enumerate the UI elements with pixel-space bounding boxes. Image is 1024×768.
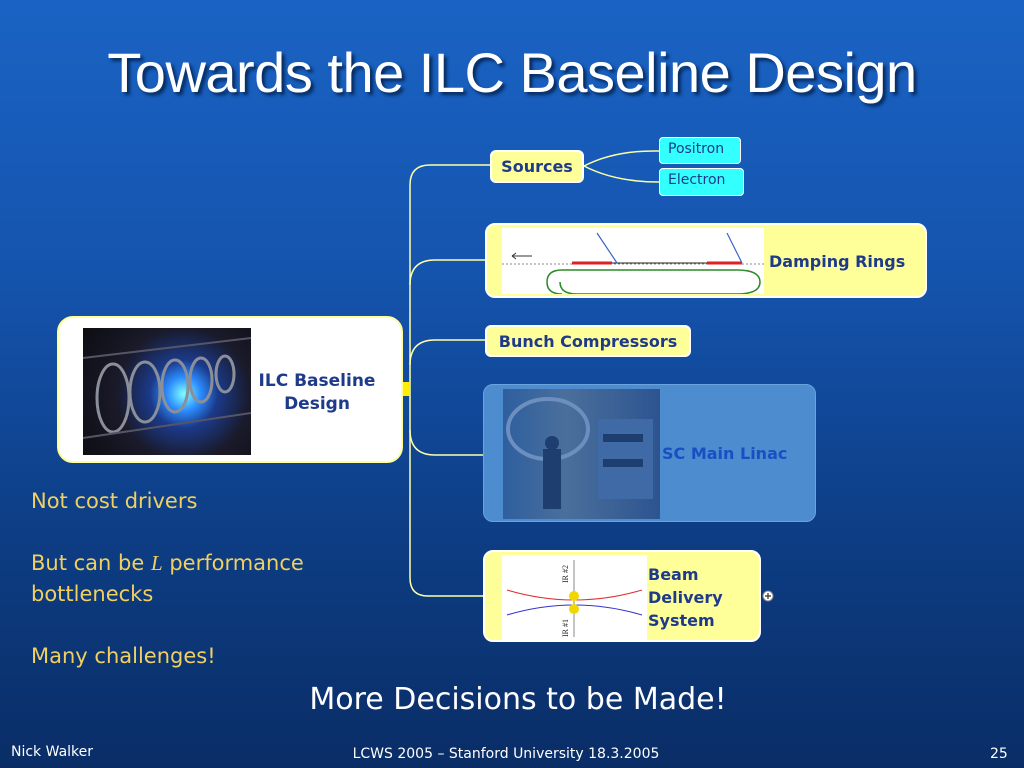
connector-linac <box>409 429 484 456</box>
root-node[interactable]: ILC Baseline Design <box>57 316 403 463</box>
conclusion-text: More Decisions to be Made! <box>309 682 727 717</box>
footer-author: Nick Walker <box>11 744 94 760</box>
bunch-compressors-node[interactable]: Bunch Compressors <box>485 325 691 357</box>
svg-text:IR #2: IR #2 <box>561 565 570 583</box>
slide-title: Towards the ILC Baseline Design <box>107 41 917 104</box>
positron-node[interactable]: Positron <box>659 137 741 164</box>
connector-damping <box>409 259 486 286</box>
page-number: 25 <box>990 746 1008 762</box>
note-many-challenges: Many challenges! <box>31 644 216 668</box>
accelerator-cavity-image <box>83 328 251 455</box>
beam-delivery-node[interactable]: IR #2 IR #1 Beam Delivery System <box>483 550 761 642</box>
damping-ring-schematic <box>502 228 764 294</box>
note-not-cost-drivers: Not cost drivers <box>31 489 198 513</box>
notes-block: Not cost drivers But can be L performanc… <box>31 486 391 672</box>
note-bottlenecks: bottlenecks <box>31 582 154 606</box>
svg-text:IR #1: IR #1 <box>561 619 570 637</box>
main-linac-node[interactable]: SC Main Linac <box>483 384 816 522</box>
luminosity-symbol: L <box>150 551 163 575</box>
connector-electron <box>583 165 660 183</box>
connector-sources <box>409 185 483 597</box>
damping-rings-node[interactable]: Damping Rings <box>485 223 927 298</box>
bunch-compressors-label: Bunch Compressors <box>498 332 678 351</box>
connector-positron <box>583 150 660 167</box>
note-performance: But can be L performance <box>31 551 304 575</box>
interaction-region-schematic: IR #2 IR #1 <box>502 555 647 640</box>
connector-trunk <box>409 164 492 186</box>
damping-rings-label: Damping Rings <box>769 252 906 271</box>
sources-label: Sources <box>501 157 573 176</box>
main-linac-label: SC Main Linac <box>662 444 788 463</box>
root-node-label: ILC Baseline Design <box>258 371 376 414</box>
connector-bunch <box>409 339 486 366</box>
electron-node[interactable]: Electron <box>659 168 744 196</box>
linac-tunnel-photo <box>503 389 660 519</box>
sources-node[interactable]: Sources <box>490 150 584 183</box>
footer-event: LCWS 2005 – Stanford University 18.3.200… <box>352 746 660 762</box>
beam-delivery-label: Beam Delivery System <box>648 565 723 630</box>
root-connector-knob <box>400 382 410 396</box>
